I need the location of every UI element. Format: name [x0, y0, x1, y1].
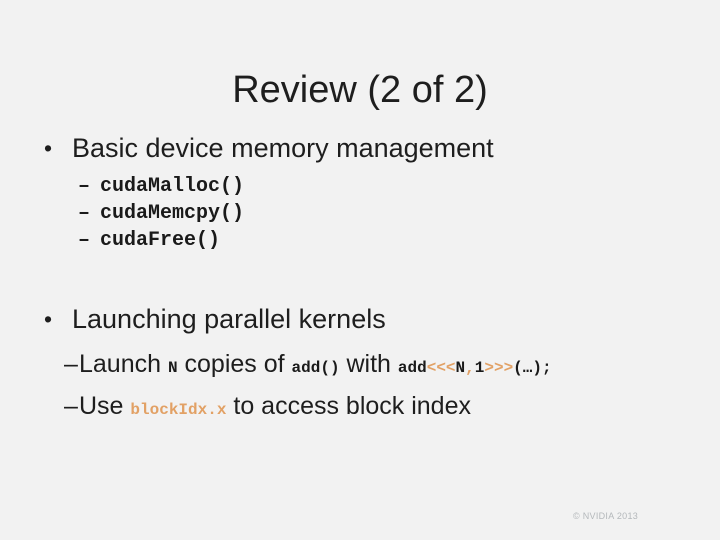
code-line-cudamalloc: –cudaMalloc() [78, 173, 244, 200]
code-text: cudaMalloc() [100, 175, 245, 198]
code-line-cudafree: –cudaFree() [78, 227, 244, 254]
code-token: N [167, 359, 178, 377]
code-text: cudaMemcpy() [100, 202, 245, 225]
slide-title: Review (2 of 2) [232, 69, 488, 112]
bullet-icon: • [44, 306, 53, 332]
code-token: , [465, 359, 475, 377]
code-token: N [455, 359, 466, 377]
code-token: add [397, 359, 427, 377]
text-token: copies of [177, 350, 292, 378]
bullet-item-parallel-kernels: • Launching parallel kernels [44, 303, 386, 335]
bullet-item-memory-management: • Basic device memory management [44, 132, 494, 164]
bullet-icon: • [44, 135, 53, 161]
code-line-cudamemcpy: –cudaMemcpy() [78, 200, 244, 227]
code-text: cudaFree() [100, 229, 221, 252]
dash-bullet-icon: – [78, 202, 91, 225]
code-token: add() [291, 359, 340, 377]
code-token: >>> [484, 359, 514, 377]
code-token: <<< [426, 359, 456, 377]
code-token: (…); [513, 359, 552, 377]
copyright-footer: © NVIDIA 2013 [573, 511, 639, 521]
code-token: blockIdx.x [130, 401, 227, 419]
sub-bullet-blockidx: –Use blockIdx.x to access block index [64, 391, 471, 425]
code-function-list: –cudaMalloc() –cudaMemcpy() –cudaFree() [78, 173, 244, 254]
mixed-text-line: Launch N copies of add() with add<<<N,1>… [79, 350, 552, 378]
dash-bullet-icon: – [64, 392, 78, 420]
bullet-label: Launching parallel kernels [72, 304, 386, 334]
text-token: with [339, 350, 398, 378]
text-token: Launch [79, 350, 168, 378]
dash-bullet-icon: – [78, 175, 91, 198]
code-token: 1 [474, 359, 485, 377]
sub-bullet-launch-kernel: –Launch N copies of add() with add<<<N,1… [64, 349, 552, 383]
dash-bullet-icon: – [64, 350, 78, 378]
bullet-label: Basic device memory management [72, 133, 494, 163]
mixed-text-line: Use blockIdx.x to access block index [79, 392, 471, 420]
text-token: to access block index [226, 392, 471, 420]
dash-bullet-icon: – [78, 229, 91, 252]
text-token: Use [79, 392, 131, 420]
